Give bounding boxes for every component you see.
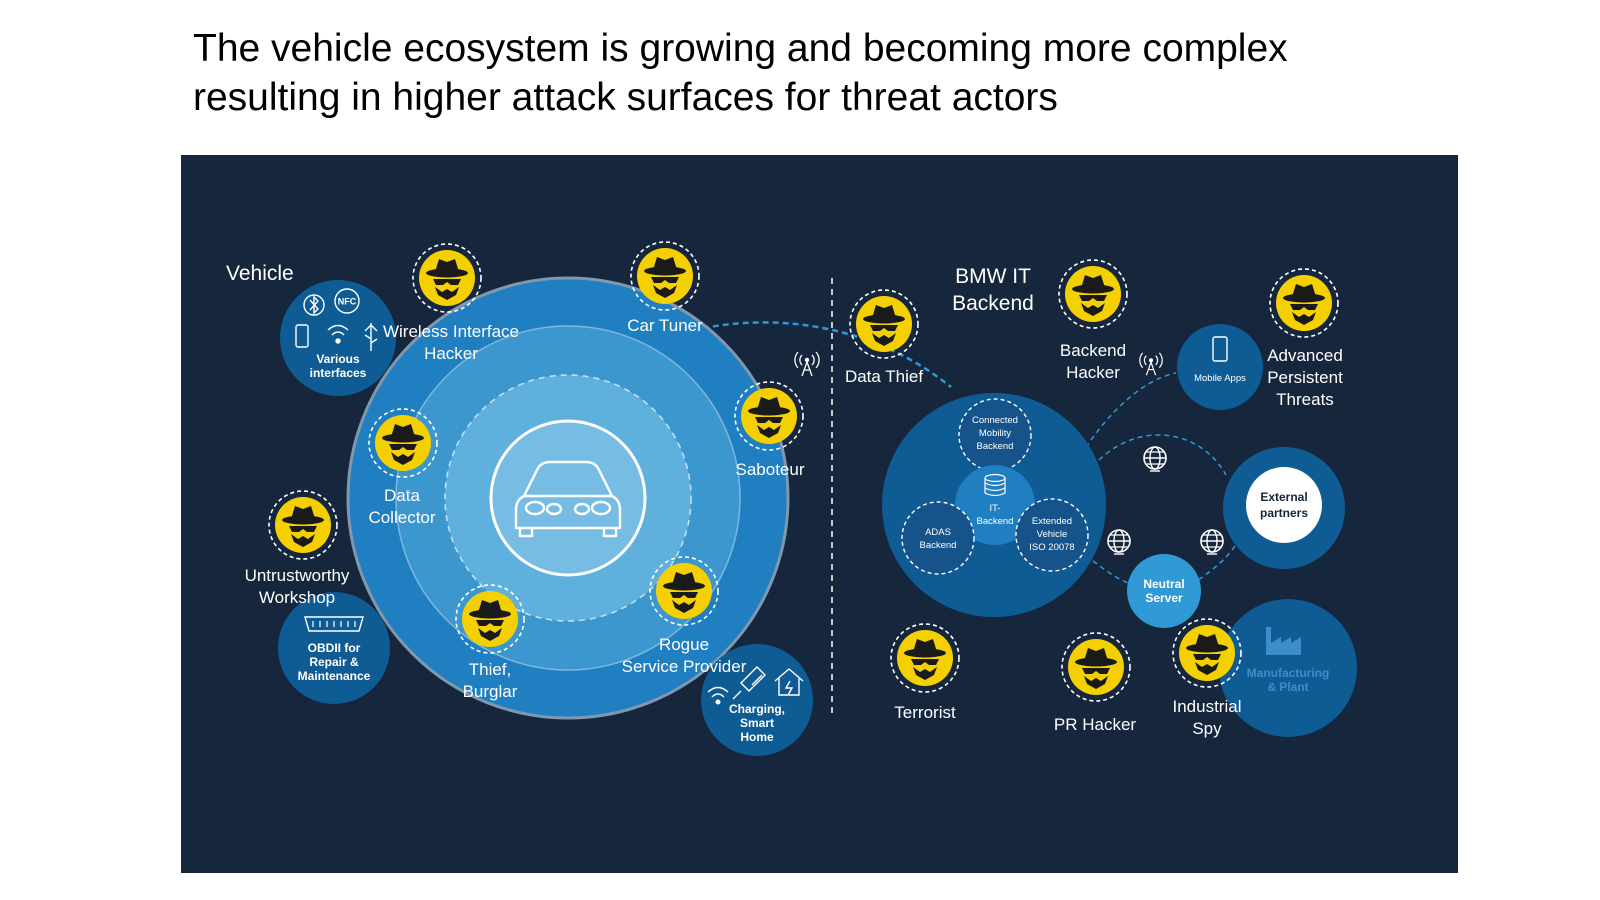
antenna-icon (1140, 353, 1162, 375)
neutral-label-2: Server (1145, 591, 1183, 605)
actor-pr-hacker: PR Hacker (1054, 633, 1137, 734)
adas-label-1: ADAS (925, 527, 951, 538)
actor-advanced-persistent-threats: Advanced Persistent Threats (1267, 269, 1343, 409)
external-label-2: partners (1260, 506, 1308, 520)
manufacturing-label-1: Manufacturing (1247, 666, 1330, 680)
node-obd: OBDII for Repair & Maintenance (278, 592, 390, 704)
obd-label-2: Repair & (309, 655, 359, 669)
actor-label: Untrustworthy (245, 566, 350, 585)
car-core (491, 421, 645, 575)
node-neutral-server: Neutral Server (1127, 554, 1201, 628)
section-label-backend-2: Backend (952, 292, 1034, 315)
actor-label: Wireless Interface (383, 322, 519, 341)
slide-title: The vehicle ecosystem is growing and bec… (193, 24, 1493, 122)
actor-data-thief: Data Thief (845, 290, 923, 386)
manufacturing-label-2: & Plant (1267, 680, 1308, 694)
hacker-icon (631, 242, 699, 310)
node-adas-backend (902, 502, 974, 574)
connected-label-2: Mobility (979, 428, 1011, 439)
obd-label-3: Maintenance (298, 669, 371, 683)
hacker-icon (1270, 269, 1338, 337)
globe-icon (1201, 530, 1223, 554)
node-manufacturing-plant: Manufacturing & Plant (1219, 599, 1357, 737)
actor-label: Saboteur (736, 460, 805, 479)
actor-label: Persistent (1267, 368, 1343, 387)
actor-label: Service Provider (622, 657, 747, 676)
external-label-1: External (1260, 490, 1307, 504)
actor-untrustworthy-workshop: Untrustworthy Workshop (245, 491, 350, 607)
actor-label: Threats (1276, 390, 1334, 409)
node-various-interfaces: NFC Various interfaces (280, 280, 396, 396)
hacker-icon (850, 290, 918, 358)
node-mobile-apps: Mobile Apps (1177, 324, 1263, 410)
hacker-icon (891, 624, 959, 692)
actor-label: Hacker (424, 344, 478, 363)
actor-label: Data Thief (845, 367, 923, 386)
charging-label-3: Home (740, 730, 774, 744)
mobile-apps-label: Mobile Apps (1194, 373, 1246, 384)
section-label-vehicle: Vehicle (226, 262, 294, 285)
actor-label: Advanced (1267, 346, 1343, 365)
obd-label-1: OBDII for (308, 641, 361, 655)
hacker-icon (735, 382, 803, 450)
neutral-label-1: Neutral (1143, 577, 1184, 591)
globe-icon (1108, 530, 1130, 554)
hacker-icon (269, 491, 337, 559)
actor-label: Workshop (259, 588, 335, 607)
globe-icon (1144, 447, 1166, 471)
connector-backend-mobileapps (1081, 373, 1176, 455)
actor-label: Spy (1192, 719, 1222, 738)
title-line-1: The vehicle ecosystem is growing and bec… (193, 24, 1493, 73)
hacker-icon (1062, 633, 1130, 701)
actor-label: Data (384, 486, 420, 505)
antenna-icon (795, 352, 819, 376)
nfc-label: NFC (338, 297, 357, 307)
it-label-2: Backend (977, 516, 1014, 527)
extended-label-3: ISO 20078 (1029, 542, 1074, 553)
it-label-1: IT- (989, 503, 1000, 514)
extended-label-2: Vehicle (1037, 529, 1068, 540)
hacker-icon (1059, 260, 1127, 328)
adas-label-2: Backend (920, 540, 957, 551)
actor-label: Car Tuner (627, 316, 703, 335)
interfaces-label-1: Various (316, 352, 360, 366)
actor-label: Backend (1060, 341, 1126, 360)
actor-label: Hacker (1066, 363, 1120, 382)
title-line-2: resulting in higher attack surfaces for … (193, 73, 1493, 122)
extended-label-1: Extended (1032, 516, 1072, 527)
actor-label: Industrial (1173, 697, 1242, 716)
actor-label: Rogue (659, 635, 709, 654)
connected-label-1: Connected (972, 415, 1018, 426)
actor-label: Terrorist (894, 703, 956, 722)
threat-landscape-diagram: Vehicle NFC Various interfaces OBDII for… (181, 155, 1458, 873)
actor-label: Collector (368, 508, 435, 527)
charging-label-2: Smart (740, 716, 774, 730)
actor-terrorist: Terrorist (891, 624, 959, 722)
interfaces-label-2: interfaces (310, 366, 367, 380)
connected-label-3: Backend (977, 441, 1014, 452)
charging-label-1: Charging, (729, 702, 785, 716)
node-backend-cluster: Connected Mobility Backend IT- Backend A… (882, 393, 1106, 617)
actor-label: Thief, (469, 660, 512, 679)
actor-label: Burglar (463, 682, 518, 701)
actor-backend-hacker: Backend Hacker (1059, 260, 1127, 382)
section-label-backend-1: BMW IT (955, 265, 1031, 288)
node-external-partners: External partners (1223, 447, 1345, 569)
actor-label: PR Hacker (1054, 715, 1137, 734)
